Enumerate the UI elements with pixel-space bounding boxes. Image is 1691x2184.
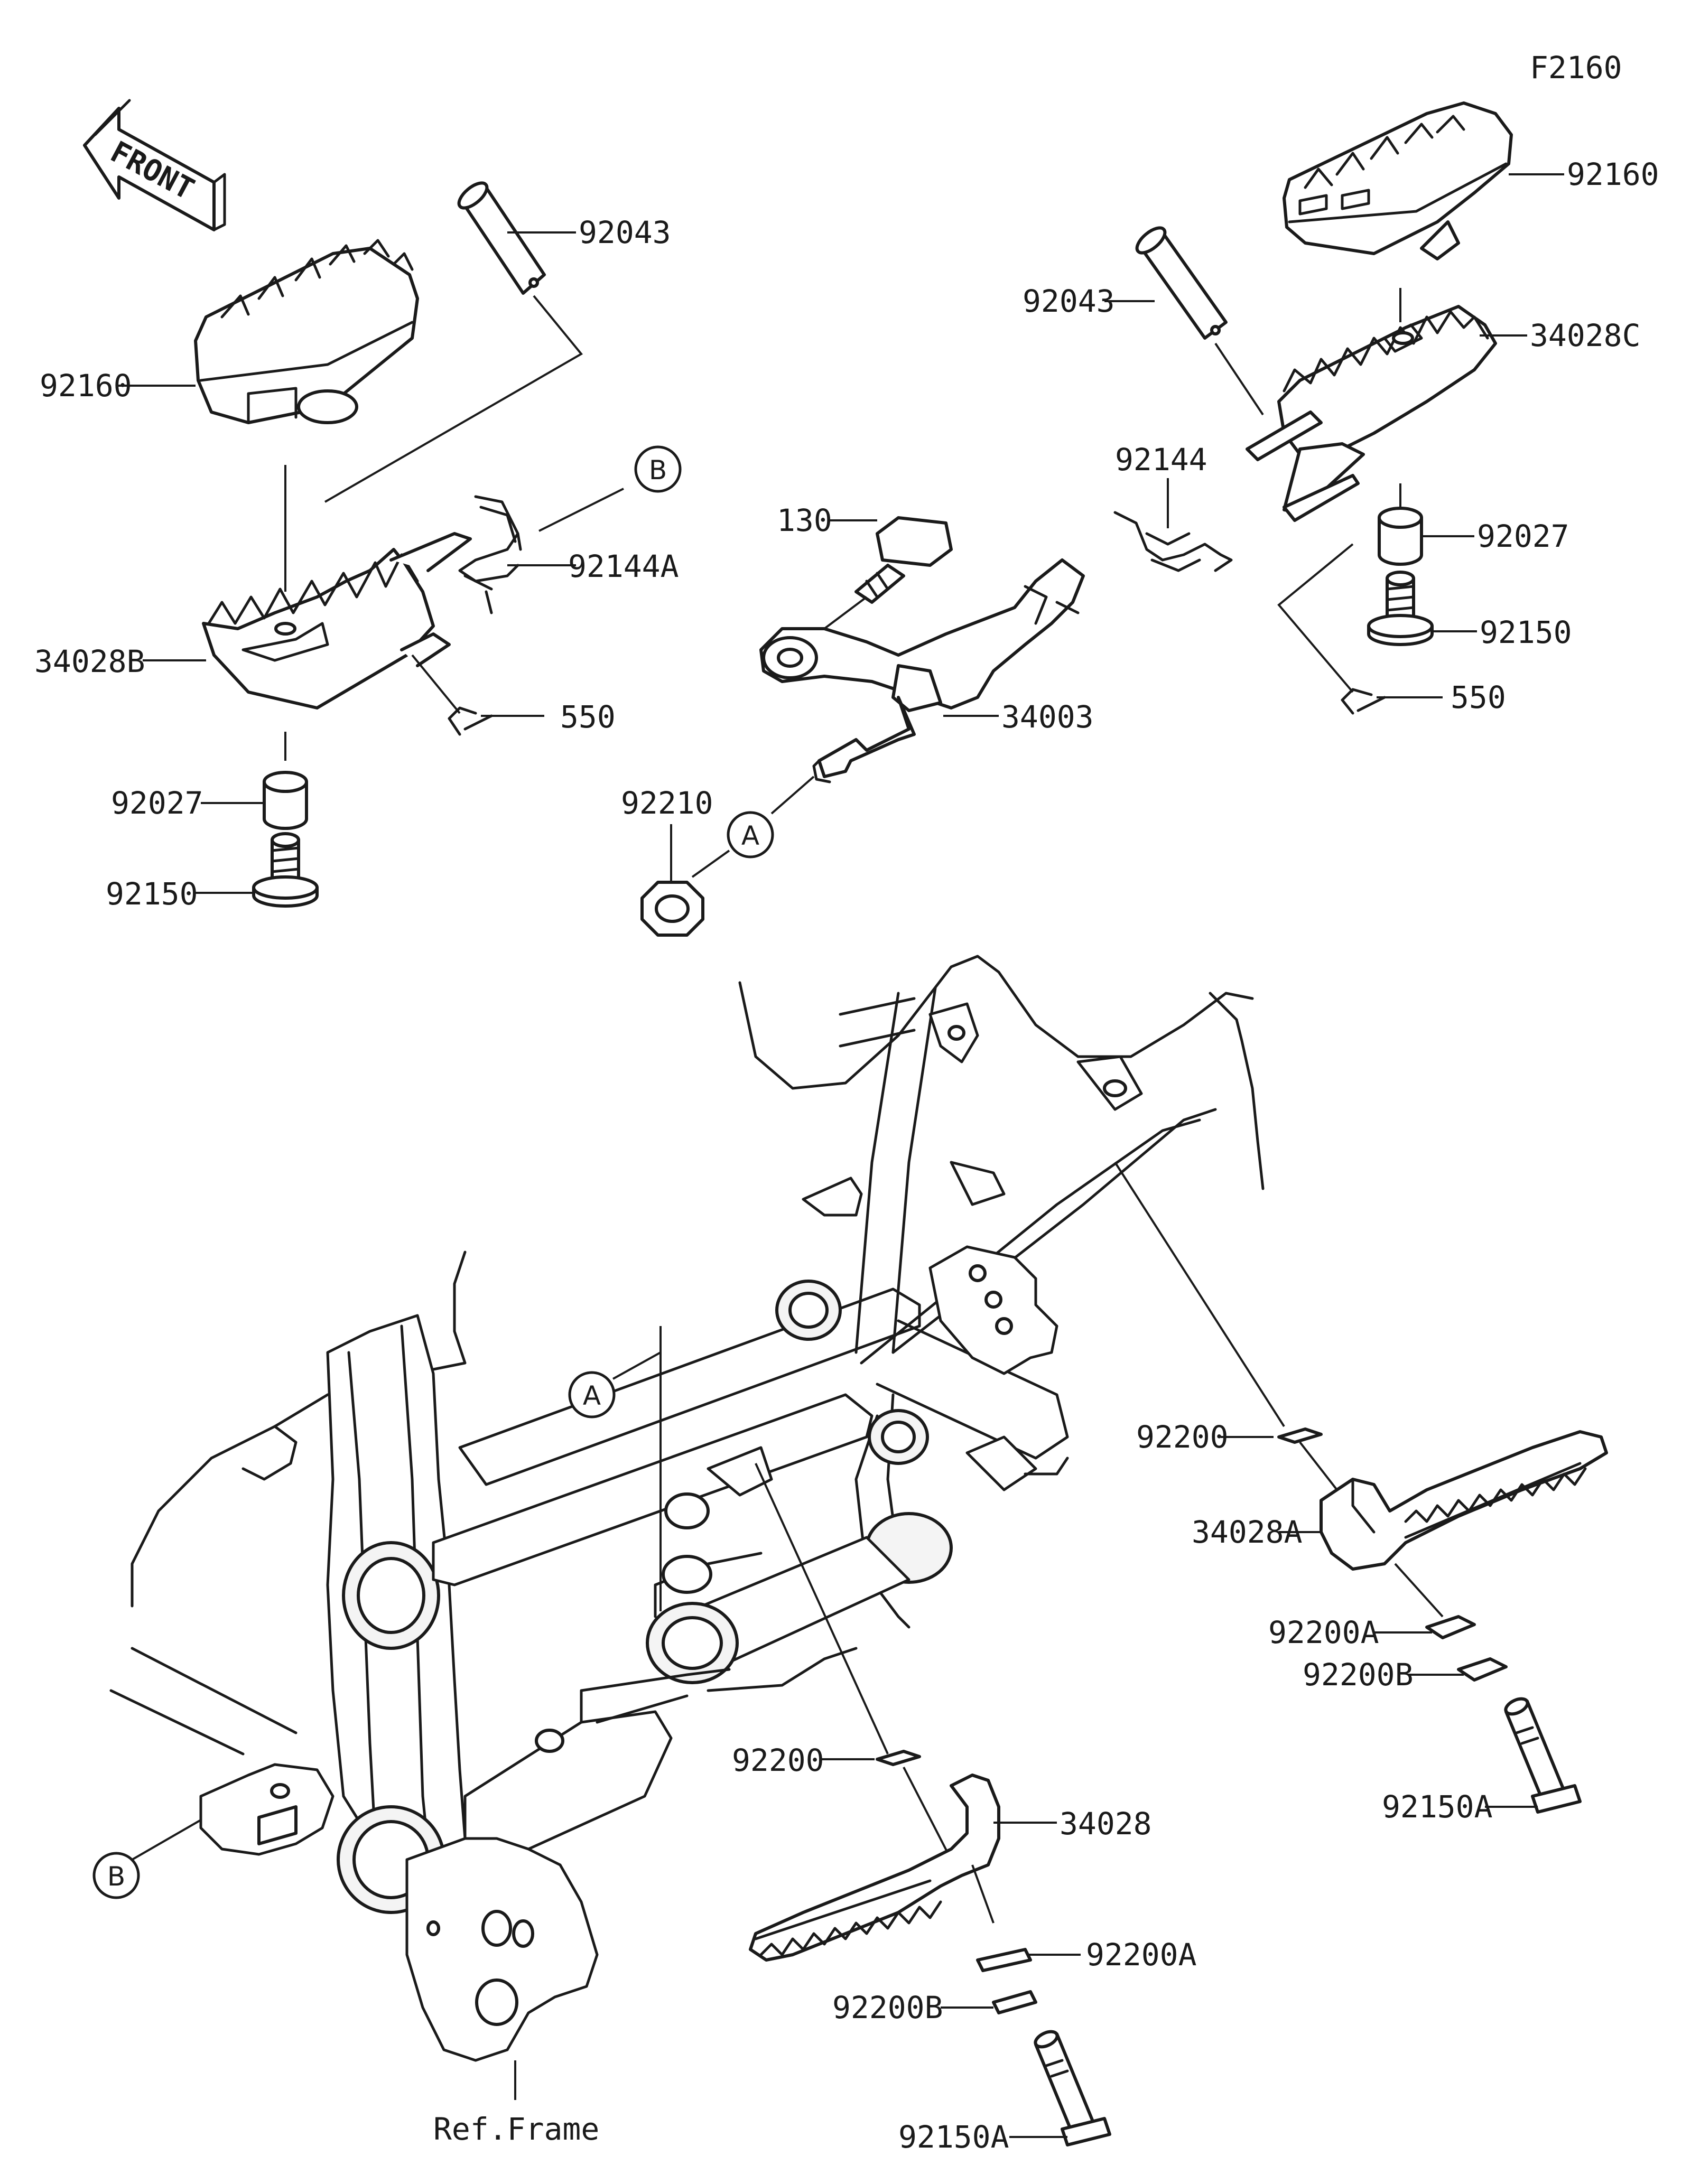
footpeg-34028C <box>1246 305 1497 522</box>
rubber-92160-left <box>194 239 419 424</box>
collar-92027-right <box>1378 507 1423 566</box>
label-34028: 34028 <box>1060 1806 1152 1842</box>
rubber-92160-right <box>1283 101 1513 260</box>
spring-92144 <box>1113 511 1233 572</box>
label-ref-frame: Ref.Frame <box>433 2111 599 2147</box>
callout-B-lower-text: B <box>107 1861 125 1892</box>
label-92144A: 92144A <box>568 548 679 584</box>
label-550-right: 550 <box>1451 679 1506 715</box>
callout-B-upper <box>634 445 682 493</box>
label-92150A-lower: 92150A <box>898 2119 1009 2155</box>
shaft-34003 <box>759 558 1085 783</box>
callout-A-upper-text: A <box>741 820 759 851</box>
label-92027-right: 92027 <box>1477 518 1569 554</box>
callout-A-lower <box>568 1371 616 1418</box>
label-92200A-right: 92200A <box>1268 1614 1379 1650</box>
label-92200B-lower: 92200B <box>832 1990 943 2026</box>
footpeg-34028 <box>749 1774 1000 1962</box>
label-34028C: 34028C <box>1530 318 1641 353</box>
callout-B-lower <box>92 1852 140 1899</box>
label-92210: 92210 <box>621 785 713 821</box>
pin-92150A-lower <box>1034 2030 1111 2146</box>
collar-92027-left <box>263 771 308 830</box>
washer-92200A-right <box>1425 1615 1476 1639</box>
spring-92144A <box>458 495 522 614</box>
label-34028A: 34028A <box>1192 1514 1303 1550</box>
callout-B-upper-text: B <box>649 455 667 486</box>
pin-92150A-right <box>1504 1697 1582 1814</box>
washer-92200B-lower <box>992 1990 1037 2014</box>
ref-frame <box>109 955 1265 2062</box>
bolt-92150-left <box>252 832 319 908</box>
bolt-130 <box>854 516 953 604</box>
footpeg-34028B <box>202 532 472 710</box>
cotter-pin-550-right <box>1341 688 1386 715</box>
pin-92043-left <box>457 181 546 295</box>
label-92160-left: 92160 <box>40 368 132 404</box>
front-arrow-icon: FRONT <box>83 99 226 231</box>
label-92043-right: 92043 <box>1023 283 1115 319</box>
washer-92200-lower <box>876 1750 921 1766</box>
label-92200-right: 92200 <box>1136 1419 1229 1455</box>
footpeg-34028A <box>1320 1430 1608 1571</box>
cotter-pin-550-left <box>448 706 493 736</box>
washer-92200A-lower <box>976 1948 1032 1972</box>
label-130: 130 <box>777 502 832 538</box>
washer-92200-right <box>1277 1427 1323 1444</box>
diagram-code: F2160 <box>1530 50 1622 86</box>
pin-92043-right <box>1135 226 1228 340</box>
bolt-92150-right <box>1367 571 1434 646</box>
label-92144: 92144 <box>1115 442 1207 478</box>
label-92200A-lower: 92200A <box>1086 1937 1197 1973</box>
label-92150A-right: 92150A <box>1382 1789 1493 1825</box>
callout-A-upper <box>727 811 774 858</box>
label-92150-left: 92150 <box>106 876 198 912</box>
label-34028B: 34028B <box>34 643 145 679</box>
label-550-left: 550 <box>560 699 616 735</box>
label-92027-left: 92027 <box>111 785 203 821</box>
label-92043-left: 92043 <box>579 214 671 250</box>
label-92200B-right: 92200B <box>1303 1657 1414 1693</box>
label-92200-lower: 92200 <box>732 1742 824 1778</box>
label-92160-right: 92160 <box>1567 156 1659 192</box>
nut-92210 <box>640 881 704 937</box>
label-92150-right: 92150 <box>1480 614 1572 650</box>
callout-A-lower-text: A <box>583 1380 601 1411</box>
washer-92200B-right <box>1457 1657 1508 1682</box>
label-34003: 34003 <box>1001 699 1094 735</box>
